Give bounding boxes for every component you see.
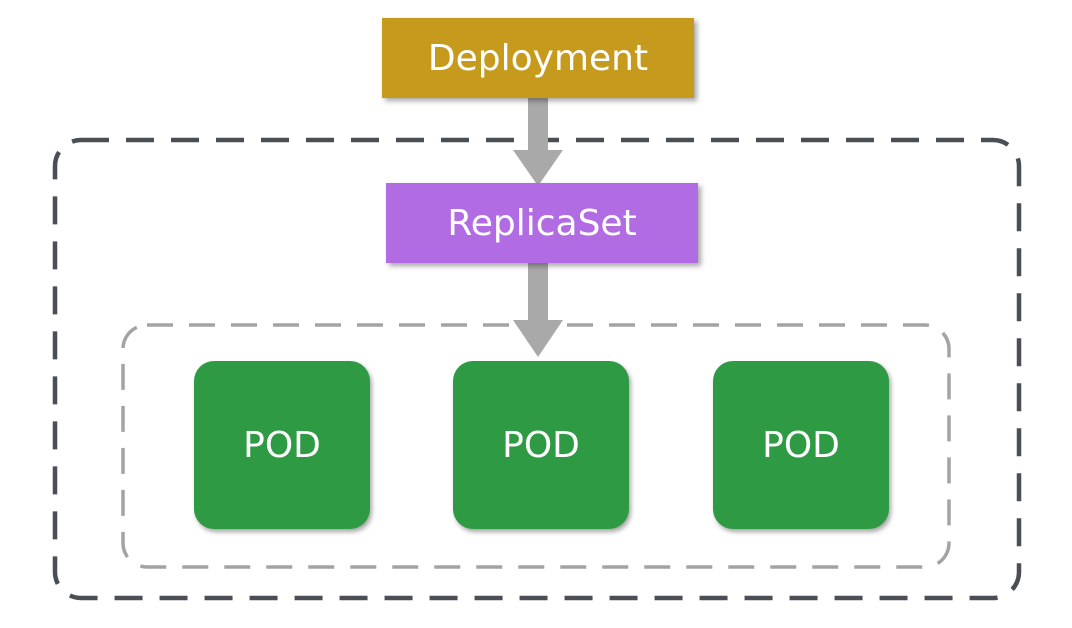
arrow-replicaset-to-pods [513, 262, 563, 357]
pod-label: POD [243, 424, 321, 466]
deployment-label: Deployment [427, 37, 649, 79]
replicaset-label: ReplicaSet [447, 202, 637, 244]
pod-label: POD [762, 424, 840, 466]
pod-box: POD [713, 361, 889, 529]
arrow-deployment-to-replicaset [513, 94, 563, 186]
pod-box: POD [453, 361, 629, 529]
pod-box: POD [194, 361, 370, 529]
replicaset-box: ReplicaSet [386, 183, 698, 263]
deployment-box: Deployment [382, 18, 694, 98]
pod-label: POD [502, 424, 580, 466]
